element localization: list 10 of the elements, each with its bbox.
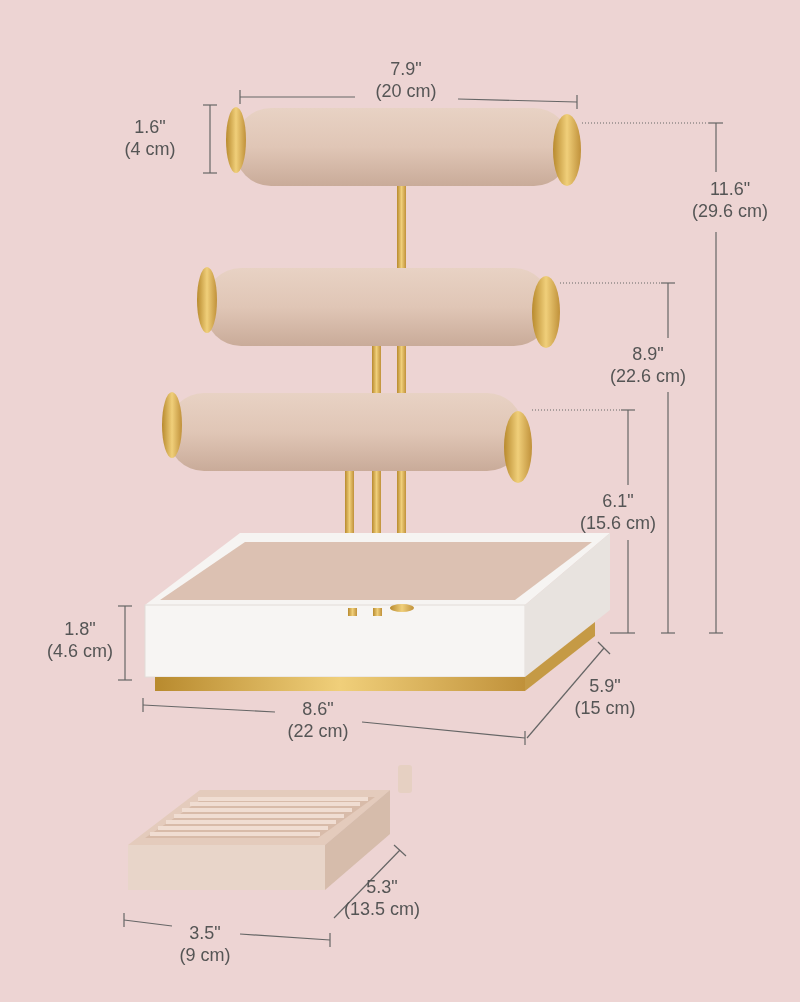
dimension-label: 8.9" (22.6 cm): [610, 343, 686, 387]
dimension-label: 5.9" (15 cm): [574, 675, 636, 719]
dimension-label: 3.5" (9 cm): [179, 922, 231, 966]
dimension-label: 7.9" (20 cm): [375, 58, 437, 102]
dimension-label: 1.8" (4.6 cm): [47, 618, 113, 662]
dimension-label: 11.6" (29.6 cm): [692, 178, 768, 222]
dimension-label: 5.3" (13.5 cm): [344, 876, 420, 920]
dimension-label: 1.6" (4 cm): [124, 116, 176, 160]
dimension-label: 8.6" (22 cm): [287, 698, 349, 742]
dimension-label: 6.1" (15.6 cm): [580, 490, 656, 534]
